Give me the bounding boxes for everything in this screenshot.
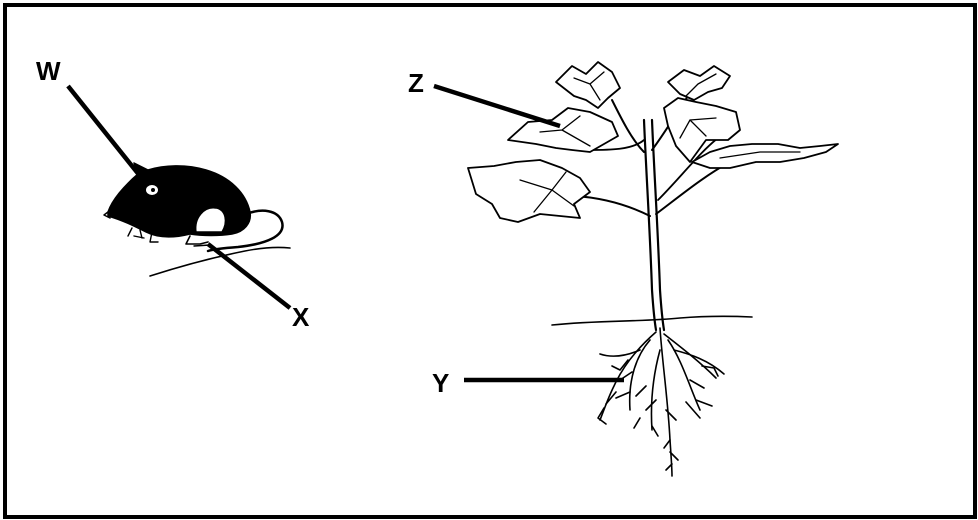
mouse-drawing [104,163,290,276]
label-y: Y [432,370,449,396]
leader-line-z [434,86,560,126]
leader-line-x [208,244,290,308]
plant-drawing [468,62,838,476]
label-z: Z [408,70,424,96]
label-x: X [292,304,309,330]
leader-line-w [68,86,140,176]
label-w: W [36,58,61,84]
